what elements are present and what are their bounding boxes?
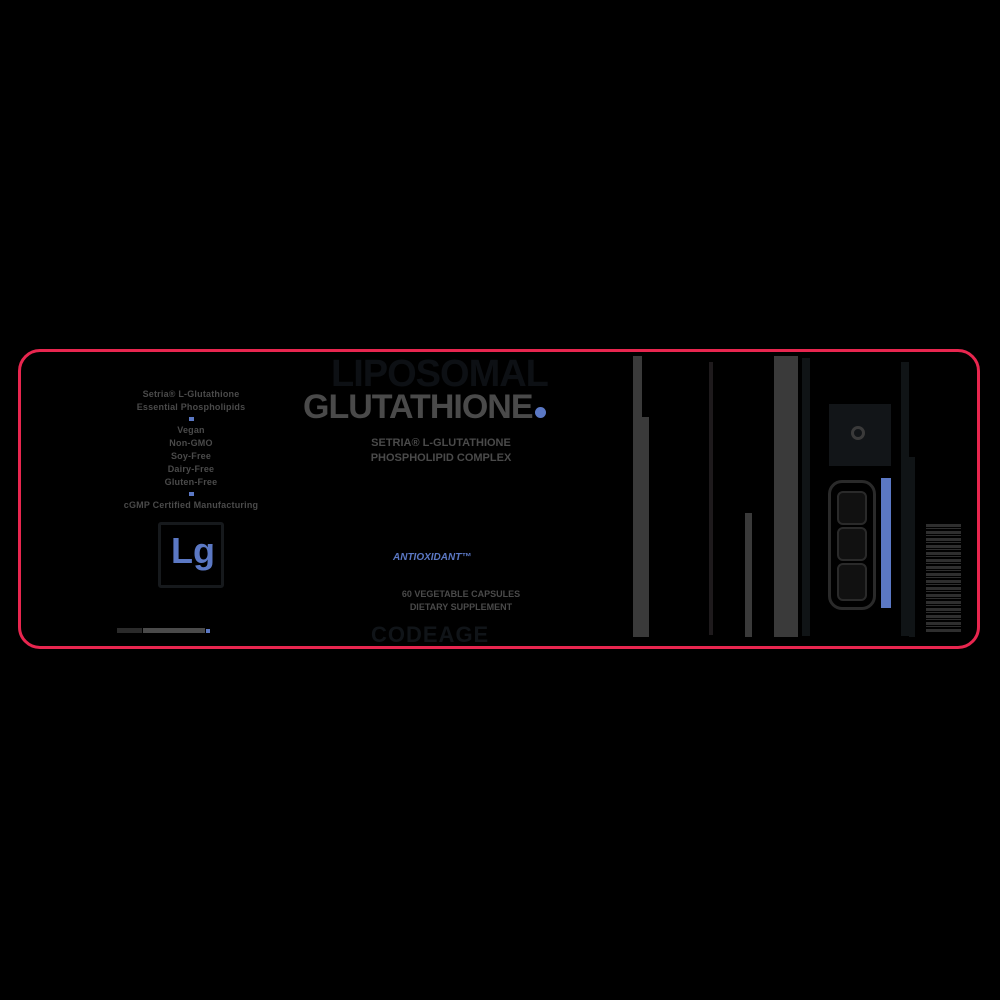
- product-label: Setria® L-Glutathione Essential Phosphol…: [18, 349, 980, 649]
- product-subtitle: SETRIA® L-GLUTATHIONE PHOSPHOLIPID COMPL…: [321, 436, 561, 466]
- element-symbol: Lg: [171, 530, 215, 571]
- certification-badges: [828, 480, 876, 610]
- ingredient-1: Setria® L-Glutathione: [142, 389, 240, 399]
- badge-icon: [837, 491, 867, 525]
- ingredient-2: Essential Phospholipids: [136, 402, 246, 412]
- info-column: [909, 457, 915, 637]
- product-title-line2: GLUTATHIONE: [303, 390, 546, 424]
- element-symbol-box: Lg: [158, 522, 224, 588]
- count-line2: DIETARY SUPPLEMENT: [409, 602, 513, 612]
- claim-dairy-free: Dairy-Free: [167, 464, 215, 474]
- left-panel: Setria® L-Glutathione Essential Phosphol…: [81, 388, 301, 588]
- supplement-facts-column: [633, 417, 649, 637]
- directions-column: [745, 513, 752, 637]
- claim-soy-free: Soy-Free: [170, 451, 212, 461]
- accent-dot-icon: [534, 407, 546, 418]
- capsule-count: 60 VEGETABLE CAPSULES DIETARY SUPPLEMENT: [361, 588, 561, 614]
- badge-icon: [837, 563, 867, 601]
- divider-line: [709, 362, 713, 635]
- warnings-column: [774, 356, 798, 637]
- subtitle-line2: PHOSPHOLIPID COMPLEX: [370, 452, 512, 464]
- accent-strip: [881, 478, 891, 608]
- info-column: [901, 362, 909, 636]
- brand-mark-bar: [117, 628, 210, 633]
- claim-vegan: Vegan: [177, 425, 205, 435]
- certification: cGMP Certified Manufacturing: [123, 500, 259, 510]
- count-line1: 60 VEGETABLE CAPSULES: [401, 589, 521, 599]
- bullet-dot: [188, 492, 194, 496]
- qr-code-icon: [829, 404, 891, 466]
- badge-icon: [837, 527, 867, 561]
- tagline: ANTIOXIDANT™: [393, 552, 472, 563]
- product-title-line1: LIPOSOMAL: [331, 353, 549, 395]
- warnings-column-dark: [802, 358, 810, 636]
- product-title-text: GLUTATHIONE: [303, 388, 533, 426]
- bullet-dot: [188, 417, 194, 421]
- subtitle-line1: SETRIA® L-GLUTATHIONE: [371, 437, 511, 449]
- brand-logo: CODEAGE: [371, 622, 490, 647]
- barcode-icon: [926, 524, 961, 632]
- claim-non-gmo: Non-GMO: [169, 438, 213, 448]
- claim-gluten-free: Gluten-Free: [164, 477, 218, 487]
